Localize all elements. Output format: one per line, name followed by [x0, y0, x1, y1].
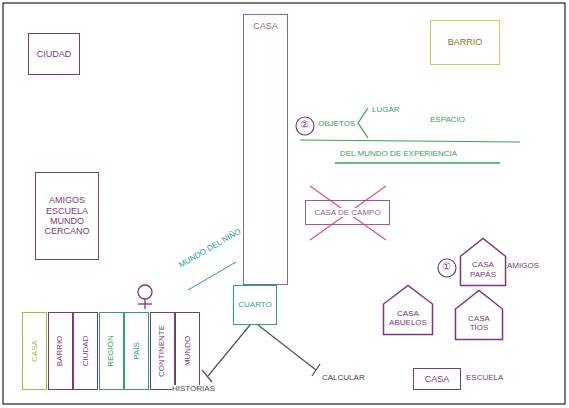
- node-text: CASA DE CAMPO: [312, 208, 382, 217]
- node-text: CIUDAD: [81, 336, 90, 367]
- note-label: CALCULAR: [322, 374, 365, 383]
- node-text: CASA PAPÁS: [463, 260, 503, 278]
- node-text: REGIÓN: [106, 335, 115, 367]
- note-label: AMIGOS: [507, 262, 539, 271]
- text-box: CUARTO: [233, 285, 277, 325]
- text-box: BARRIO: [430, 20, 500, 65]
- branch-line: [258, 325, 316, 370]
- tick-mark: [312, 364, 320, 376]
- person-arms: [138, 303, 152, 304]
- note-label: DEL MUNDO DE EXPERIENCIA: [340, 150, 457, 159]
- band-column: CIUDAD: [73, 312, 98, 390]
- node-text: CIUDAD: [37, 49, 72, 59]
- underline: [335, 162, 500, 163]
- node-text: CASA ABUELOS: [386, 309, 430, 327]
- text-box: AMIGOS ESCUELA MUNDO CERCANO: [35, 172, 99, 260]
- house-shape: CASA ABUELOS: [383, 285, 433, 335]
- callout-circle: [296, 117, 314, 135]
- note-label: LUGAR: [372, 106, 400, 115]
- node-text: CONTINENTE: [157, 325, 166, 377]
- note-label: ESPACIO: [430, 116, 465, 125]
- band-column: CONTINENTE: [150, 312, 175, 390]
- node-text: CASA TÍOS: [458, 314, 500, 332]
- text-box: CASA DE CAMPO: [305, 200, 390, 225]
- callout-number: ②: [300, 119, 309, 130]
- diagonal-line: [188, 262, 236, 290]
- node-text: CASA: [253, 21, 278, 31]
- node-text: BARRIO: [448, 37, 483, 47]
- node-text: AMIGOS ESCUELA MUNDO CERCANO: [39, 195, 95, 236]
- note-label: MUNDO DEL NIÑO: [178, 228, 243, 271]
- house-polygon: [455, 291, 502, 340]
- band-column: PAÍS: [124, 312, 149, 390]
- tick-mark: [202, 370, 212, 382]
- node-text: CUARTO: [238, 300, 272, 309]
- person-head: [138, 285, 152, 299]
- node-text: MUNDO: [183, 336, 192, 366]
- callout-circle: [438, 259, 456, 277]
- text-box: CASA: [243, 14, 288, 285]
- cross-out-line: [310, 186, 386, 240]
- band-column: MUNDO: [175, 312, 200, 390]
- house-polygon: [460, 238, 505, 285]
- node-text: BARRIO: [55, 336, 64, 367]
- note-label: HISTORIAS: [172, 385, 215, 394]
- band-column: REGIÓN: [99, 312, 124, 390]
- text-box: CIUDAD: [28, 33, 80, 75]
- note-label: ESCUELA: [466, 374, 503, 383]
- cross-out-line: [310, 186, 386, 240]
- house-polygon: [384, 286, 433, 335]
- callout-number: ①: [442, 261, 451, 272]
- house-shape: CASA PAPÁS: [460, 238, 506, 286]
- note-label: OBJETOS: [318, 120, 355, 129]
- node-text: CASA: [30, 340, 39, 362]
- node-text: CASA: [425, 374, 450, 384]
- bracket: [358, 108, 368, 138]
- house-shape: CASA TÍOS: [455, 290, 503, 340]
- page-frame: [3, 3, 565, 404]
- node-text: PAÍS: [132, 342, 141, 360]
- text-box: CASA: [413, 368, 461, 390]
- band-column: BARRIO: [48, 312, 73, 390]
- branch-line: [208, 325, 250, 376]
- underline: [300, 140, 520, 142]
- band-column: CASA: [22, 312, 47, 390]
